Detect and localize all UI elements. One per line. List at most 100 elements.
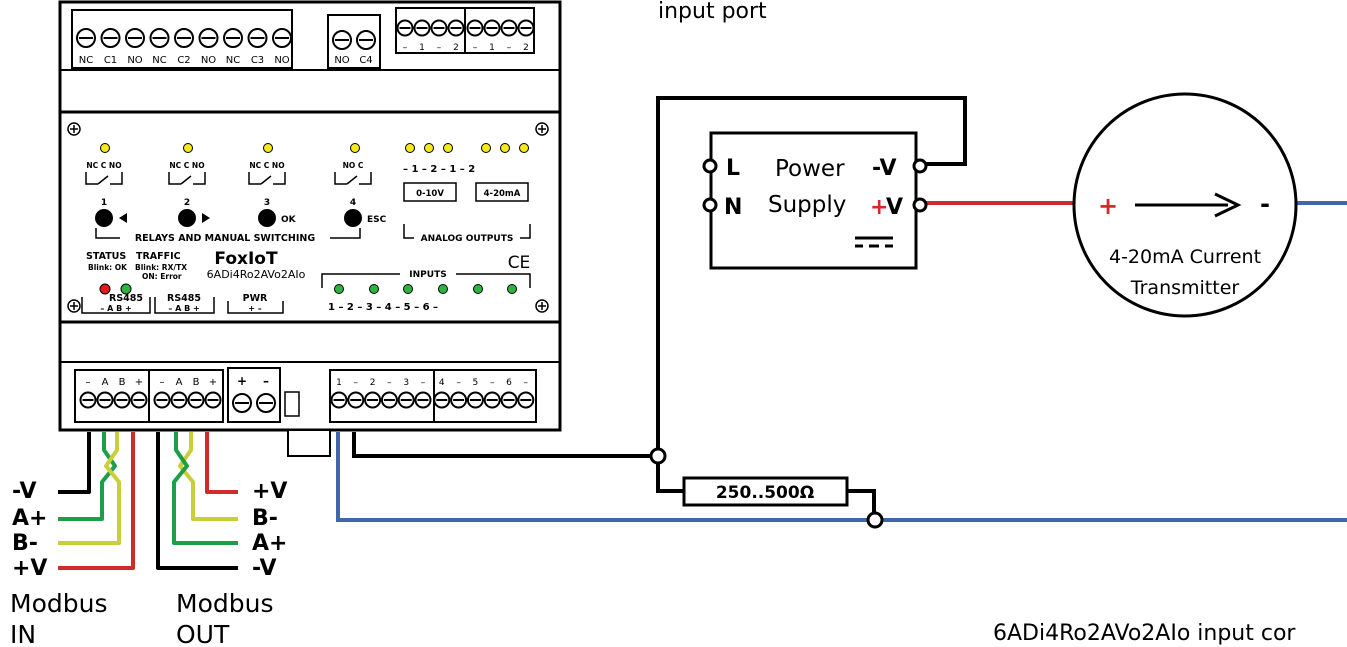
traffic-blink: Blink: RX/TX xyxy=(135,263,187,272)
pin-label: – xyxy=(524,378,529,388)
psu-line2: Supply xyxy=(768,192,846,218)
relay-switch-icon xyxy=(334,172,372,185)
power-supply: L N Power Supply -V + V xyxy=(702,131,928,270)
current-transmitter: + - 4-20mA Current Transmitter xyxy=(1072,92,1298,318)
pin-label: – xyxy=(490,378,495,388)
ce-mark: CE xyxy=(508,253,531,273)
pin-label: C2 xyxy=(177,55,190,66)
transmitter-minus: - xyxy=(1260,190,1270,218)
blue-loop-wire xyxy=(336,432,1347,522)
pin-label: NO xyxy=(334,55,349,66)
relay-led xyxy=(183,143,193,153)
pin-label: B xyxy=(193,377,200,388)
bottom-inputs-terminal-block: 1–2–3–4–5–6– xyxy=(329,369,537,423)
terminal-screw xyxy=(466,19,484,37)
pwr-pins: + – xyxy=(248,304,262,313)
pin-label: – xyxy=(160,377,165,388)
psu-terminal-neg xyxy=(912,158,928,174)
input-led xyxy=(438,284,448,294)
analog-led xyxy=(481,143,491,153)
input-leds xyxy=(334,284,517,294)
analog-range-0: 0-10V xyxy=(416,189,444,199)
relay-led xyxy=(263,143,273,153)
pin-label: – xyxy=(354,378,359,388)
analog-range-box xyxy=(403,182,457,202)
modbus-in-wire-3: +V xyxy=(12,556,47,581)
terminal-screw xyxy=(223,28,243,48)
status-label: STATUS xyxy=(86,251,126,262)
pin-label: – xyxy=(403,43,408,53)
relay-number: 1 xyxy=(101,198,107,208)
terminal-screw xyxy=(447,19,465,37)
terminal-screw xyxy=(430,19,448,37)
terminal-screw xyxy=(450,391,468,409)
modbus-out-wire-2: A+ xyxy=(252,531,287,556)
terminal-screw xyxy=(517,19,535,37)
pin-label: 3 xyxy=(403,378,409,388)
pin-label: + xyxy=(135,377,143,388)
relay-switch-icon xyxy=(168,172,206,185)
device-model: 6ADi4Ro2AVo2AIo xyxy=(207,268,306,281)
terminal-screw xyxy=(413,19,431,37)
pin-label: NC xyxy=(152,55,166,66)
relay-leds xyxy=(100,143,360,153)
pin-label: 2 xyxy=(370,378,376,388)
modbus-in-caption-2: IN xyxy=(10,620,36,647)
manual-button[interactable] xyxy=(258,209,276,227)
bottom-pwr-terminal-block: +– xyxy=(227,367,281,423)
rs485-a-pins: – A B + xyxy=(100,304,131,313)
terminal-screw xyxy=(500,19,518,37)
manual-button[interactable] xyxy=(344,209,362,227)
terminal-screw xyxy=(356,30,376,50)
pin-label: A xyxy=(176,377,183,388)
pin-label: 2 xyxy=(453,43,459,53)
terminal-screw xyxy=(149,28,170,48)
terminal-screw xyxy=(79,391,97,409)
terminal-screw xyxy=(380,391,398,409)
analog-led xyxy=(500,143,510,153)
analog-led xyxy=(519,143,529,153)
transmitter-line1: 4-20mA Current xyxy=(1109,246,1261,268)
terminal-screw xyxy=(247,28,268,48)
psu-pos-v: V xyxy=(886,195,903,220)
top-caption: input port xyxy=(658,0,767,24)
transmitter-line2: Transmitter xyxy=(1130,277,1240,299)
dip-switch-icon xyxy=(284,391,300,417)
modbus-in-wires xyxy=(58,432,135,570)
input-led xyxy=(369,284,379,294)
pin-label: C3 xyxy=(251,55,264,66)
terminal-screw xyxy=(396,19,414,37)
terminal-screw xyxy=(332,30,352,50)
input-led xyxy=(507,284,517,294)
relay-number: 2 xyxy=(184,198,190,208)
psu-terminal-l xyxy=(702,158,718,174)
terminal-screw xyxy=(187,391,205,409)
traffic-label: TRAFFIC xyxy=(136,251,181,262)
resistor-label: 250..500Ω xyxy=(716,483,814,503)
psu-terminal-n xyxy=(702,197,718,213)
pin-label: + xyxy=(237,374,247,388)
modbus-out-caption-1: Modbus xyxy=(176,589,273,618)
modbus-out-caption-2: OUT xyxy=(176,620,230,647)
manual-button[interactable] xyxy=(95,209,113,227)
relay-led xyxy=(350,143,360,153)
din-clip xyxy=(287,429,331,457)
terminal-screw xyxy=(272,28,292,48)
pin-label: – xyxy=(456,378,461,388)
modbus-out-labels: +V B- A+ -V Modbus OUT xyxy=(176,479,287,647)
inputs-numbers: 1 – 2 – 3 – 4 – 5 – 6 – xyxy=(328,302,438,313)
psu-terminal-pos xyxy=(912,197,928,213)
dc-symbol-icon xyxy=(855,236,893,248)
junction-dot xyxy=(866,511,884,529)
relay-led xyxy=(100,143,110,153)
manual-button[interactable] xyxy=(178,209,196,227)
terminal-screw xyxy=(100,28,121,48)
psu-n-label: N xyxy=(724,195,742,220)
pin-label: – xyxy=(387,378,392,388)
terminal-screw xyxy=(347,391,365,409)
arrow-right-icon xyxy=(202,213,210,223)
